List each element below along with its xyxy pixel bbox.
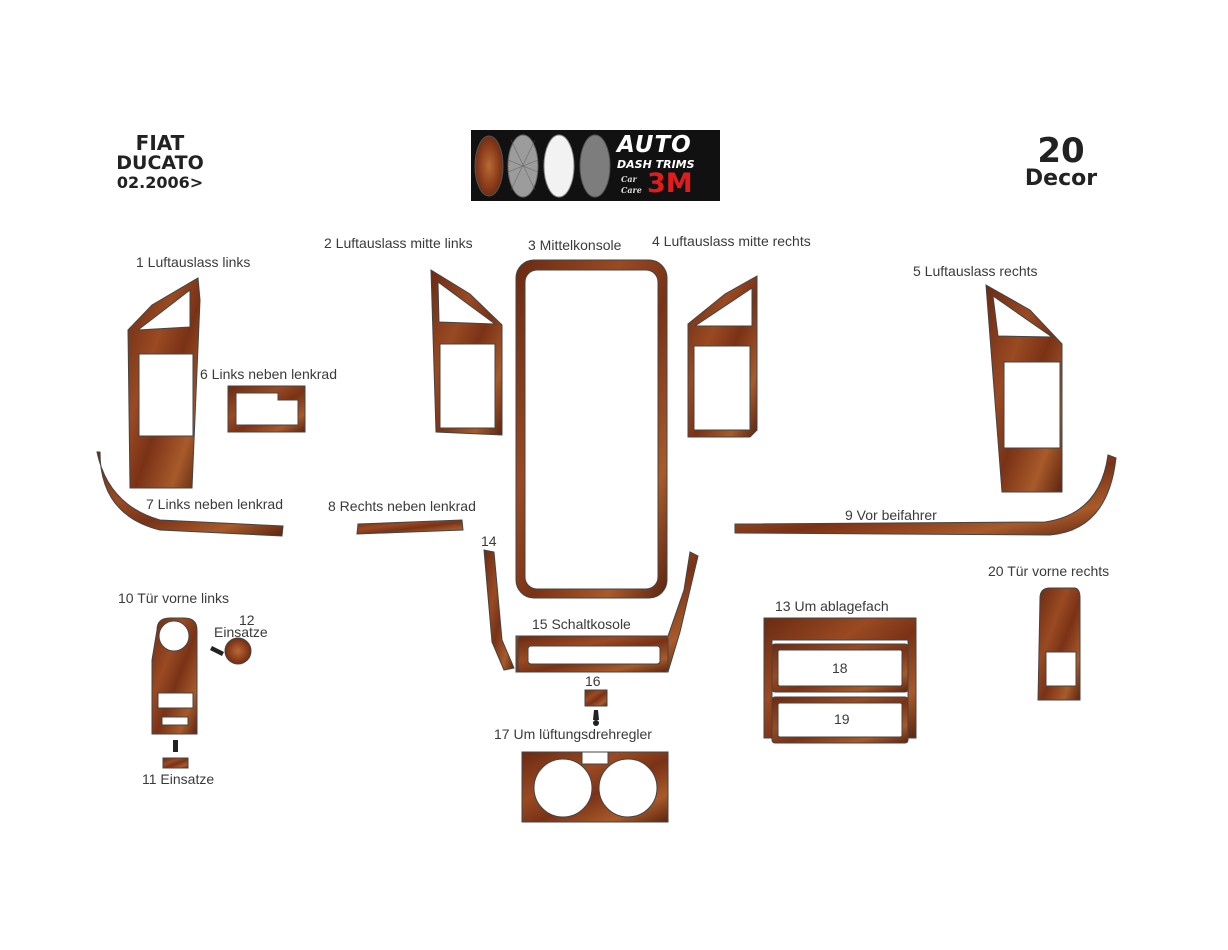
piece-15-shift-console	[515, 551, 699, 673]
piece-7-left-of-wheel-strip	[96, 451, 284, 537]
logo-line-dash-trims: DASH TRIMS	[617, 158, 695, 171]
logo-line-care: Care	[621, 185, 642, 195]
piece-13-storage-surround	[763, 617, 917, 739]
logo-line-car: Car	[621, 174, 637, 184]
label-piece-9: 9 Vor beifahrer	[845, 507, 937, 523]
piece-3-center-console	[515, 259, 668, 599]
label-piece-17: 17 Um lüftungsdrehregler	[494, 726, 652, 742]
label-piece-16: 16	[585, 673, 601, 689]
label-piece-5: 5 Luftauslass rechts	[913, 263, 1038, 279]
piece-11-insert	[162, 740, 189, 769]
piece-8-right-of-wheel-strip	[356, 519, 464, 535]
logo-line-auto: AUTO	[617, 132, 692, 158]
piece-1-vent-left	[127, 277, 201, 489]
brand-logo: AUTO DASH TRIMS Car Care 3M	[471, 130, 720, 201]
piece-17-vent-knob-surround	[521, 751, 669, 823]
piece-5-vent-right	[985, 284, 1063, 493]
label-piece-2: 2 Luftauslass mitte links	[324, 235, 473, 251]
label-piece-13: 13 Um ablagefach	[775, 598, 889, 614]
label-piece-8: 8 Rechts neben lenkrad	[328, 498, 476, 514]
brand-text: FIAT	[135, 131, 185, 155]
label-piece-14: 14	[481, 533, 497, 549]
count-number: 20	[1037, 131, 1085, 171]
piece-6-left-of-wheel	[227, 385, 306, 433]
logo-swatches	[474, 134, 611, 198]
piece-14-side-strip	[483, 549, 515, 671]
label-piece-20: 20 Tür vorne rechts	[988, 563, 1110, 579]
piece-20-door-front-right	[1037, 587, 1081, 701]
label-piece-19: 19	[834, 711, 850, 727]
label-piece-3: 3 Mittelkonsole	[528, 237, 622, 253]
label-piece-15: 15 Schaltkosole	[532, 616, 631, 632]
label-piece-18: 18	[832, 660, 848, 676]
model-text: DUCATO	[116, 152, 204, 174]
vehicle-model-title: FIAT DUCATO 02.2006>	[112, 133, 208, 191]
piece-count: 20 Decor	[1018, 134, 1104, 190]
logo-line-3m: 3M	[647, 168, 693, 199]
label-piece-10: 10 Tür vorne links	[118, 590, 230, 606]
label-piece-12-number: 12	[239, 612, 255, 628]
piece-12-round-insert	[210, 637, 252, 665]
year-text: 02.2006>	[116, 173, 204, 192]
decor-text: Decor	[1024, 166, 1098, 191]
label-piece-12: Einsatze	[214, 624, 268, 640]
piece-19-storage-frame	[771, 696, 909, 744]
label-piece-1: 1 Luftauslass links	[136, 254, 251, 270]
piece-16-small-insert	[584, 689, 608, 726]
label-piece-6: 6 Links neben lenkrad	[200, 366, 337, 382]
label-piece-11: 11 Einsatze	[142, 771, 215, 787]
piece-9-passenger-strip	[734, 454, 1117, 536]
piece-2-vent-center-left	[430, 269, 503, 436]
piece-10-door-front-left	[151, 617, 198, 735]
piece-4-vent-center-right	[687, 275, 758, 438]
label-piece-4: 4 Luftauslass mitte rechts	[652, 233, 811, 249]
piece-18-storage-frame	[771, 643, 909, 693]
label-piece-7: 7 Links neben lenkrad	[146, 496, 283, 512]
